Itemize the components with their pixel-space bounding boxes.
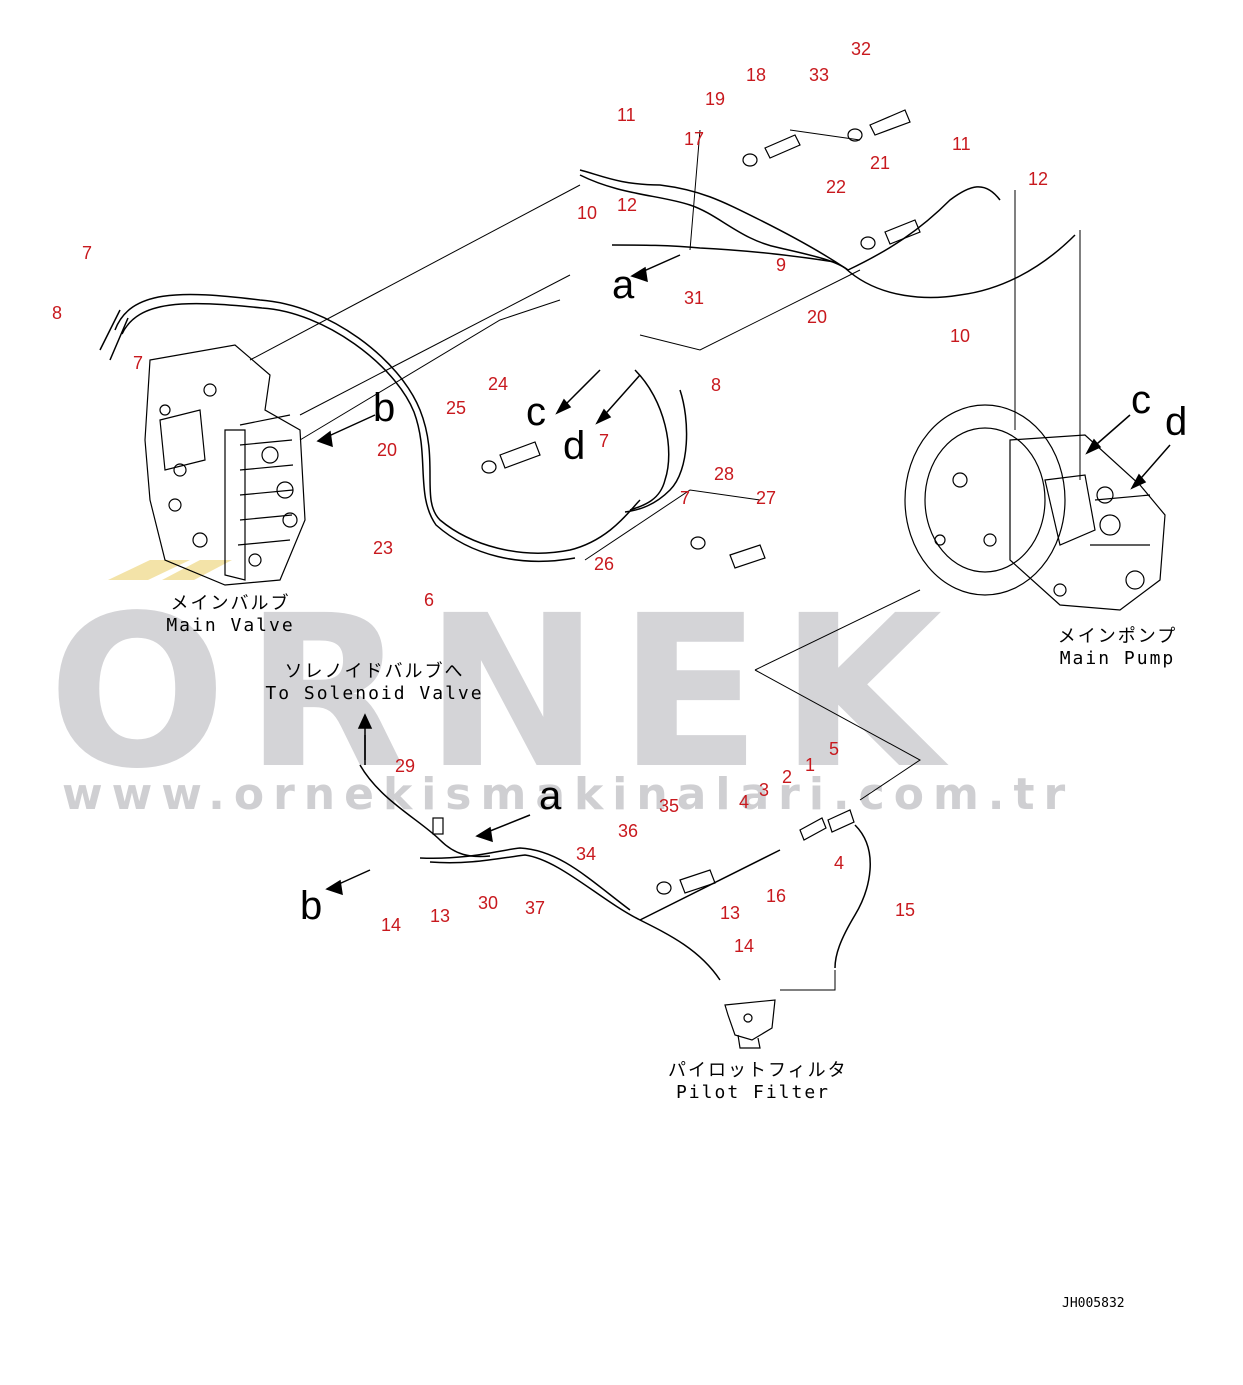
callout-label: 31 xyxy=(684,288,705,308)
pilot-filter-jp: パイロットフィルタ xyxy=(668,1060,848,1081)
ref-letter: b xyxy=(300,884,323,928)
callout-label: 19 xyxy=(705,89,726,109)
callout-label: 30 xyxy=(478,893,499,913)
main-pump-jp: メインポンプ xyxy=(1057,626,1178,647)
callout-label: 13 xyxy=(430,906,451,926)
main-valve-en: Main Valve xyxy=(166,615,295,636)
watermark-url: www.ornekismakinalari.com.tr xyxy=(62,769,1075,820)
fasteners xyxy=(432,109,921,895)
callout-label: 17 xyxy=(684,129,705,149)
callout-label: 23 xyxy=(373,538,394,558)
callout-label: 1 xyxy=(805,755,816,775)
callout-label: 4 xyxy=(834,853,845,873)
callout-label: 7 xyxy=(133,353,144,373)
ref-letter: d xyxy=(1165,400,1188,444)
callout-label: 5 xyxy=(829,739,840,759)
callout-label: 22 xyxy=(826,177,847,197)
callout-label: 9 xyxy=(776,255,787,275)
pilot-filter-label: パイロットフィルタ Pilot Filter xyxy=(668,1060,848,1104)
callout-label: 14 xyxy=(381,915,402,935)
pilot-filter-drawing xyxy=(724,999,776,1049)
callout-label: 37 xyxy=(525,898,546,918)
callout-label: 13 xyxy=(720,903,741,923)
callout-label: 29 xyxy=(395,756,416,776)
drawing-code: JH005832 xyxy=(1062,1296,1125,1311)
callout-label: 15 xyxy=(895,900,916,920)
ref-letter: a xyxy=(612,263,635,307)
callout-label: 33 xyxy=(809,65,830,85)
callout-label: 2 xyxy=(782,767,793,787)
ref-letter: c xyxy=(1131,378,1151,422)
callout-label: 27 xyxy=(756,488,777,508)
main-pump-en: Main Pump xyxy=(1059,648,1176,669)
watermark-chevron xyxy=(108,560,190,580)
solenoid-label: ソレノイドバルブへ To Solenoid Valve xyxy=(262,661,487,705)
callout-label: 4 xyxy=(739,792,750,812)
callout-label: 14 xyxy=(734,936,755,956)
watermark-brand: ORNEK xyxy=(48,570,961,815)
direction-arrows xyxy=(316,254,1171,896)
callout-label: 16 xyxy=(766,886,787,906)
ref-letter: d xyxy=(563,424,586,468)
callout-label: 7 xyxy=(599,431,610,451)
callout-label: 28 xyxy=(714,464,735,484)
callout-label: 25 xyxy=(446,398,467,418)
callout-label: 26 xyxy=(594,554,615,574)
callout-label: 10 xyxy=(577,203,598,223)
main-valve-jp: メインバルブ xyxy=(170,593,291,614)
callout-label: 32 xyxy=(851,39,872,59)
callout-label: 7 xyxy=(82,243,93,263)
ref-letter: c xyxy=(526,390,546,434)
ref-letter: b xyxy=(373,386,396,430)
main-valve-label: メインバルブ Main Valve xyxy=(158,593,303,637)
callout-label: 12 xyxy=(1028,169,1049,189)
callout-label: 11 xyxy=(952,134,971,154)
callout-label: 36 xyxy=(618,821,639,841)
hoses-upper xyxy=(99,169,1076,563)
ref-letter: a xyxy=(539,774,562,818)
solenoid-jp: ソレノイドバルブへ xyxy=(284,661,465,682)
callout-label: 8 xyxy=(52,303,63,323)
callout-label: 35 xyxy=(659,796,680,816)
callout-label: 7 xyxy=(680,488,691,508)
main-pump-drawing xyxy=(904,404,1166,611)
callout-label: 21 xyxy=(870,153,891,173)
callout-label: 10 xyxy=(950,326,971,346)
callout-label: 11 xyxy=(617,105,636,125)
callout-label: 20 xyxy=(377,440,398,460)
callout-label: 24 xyxy=(488,374,509,394)
callout-label: 12 xyxy=(617,195,638,215)
callout-label: 20 xyxy=(807,307,828,327)
main-valve-drawing xyxy=(144,344,306,586)
callout-label: 3 xyxy=(759,780,770,800)
hoses-lower xyxy=(359,735,871,981)
callout-label: 6 xyxy=(424,590,435,610)
solenoid-en: To Solenoid Valve xyxy=(265,683,484,704)
pilot-filter-en: Pilot Filter xyxy=(675,1082,831,1103)
callout-label: 8 xyxy=(711,375,722,395)
callout-label: 18 xyxy=(746,65,767,85)
leader-lines xyxy=(249,129,1081,991)
main-pump-label: メインポンプ Main Pump xyxy=(1045,626,1190,670)
callout-label: 34 xyxy=(576,844,597,864)
